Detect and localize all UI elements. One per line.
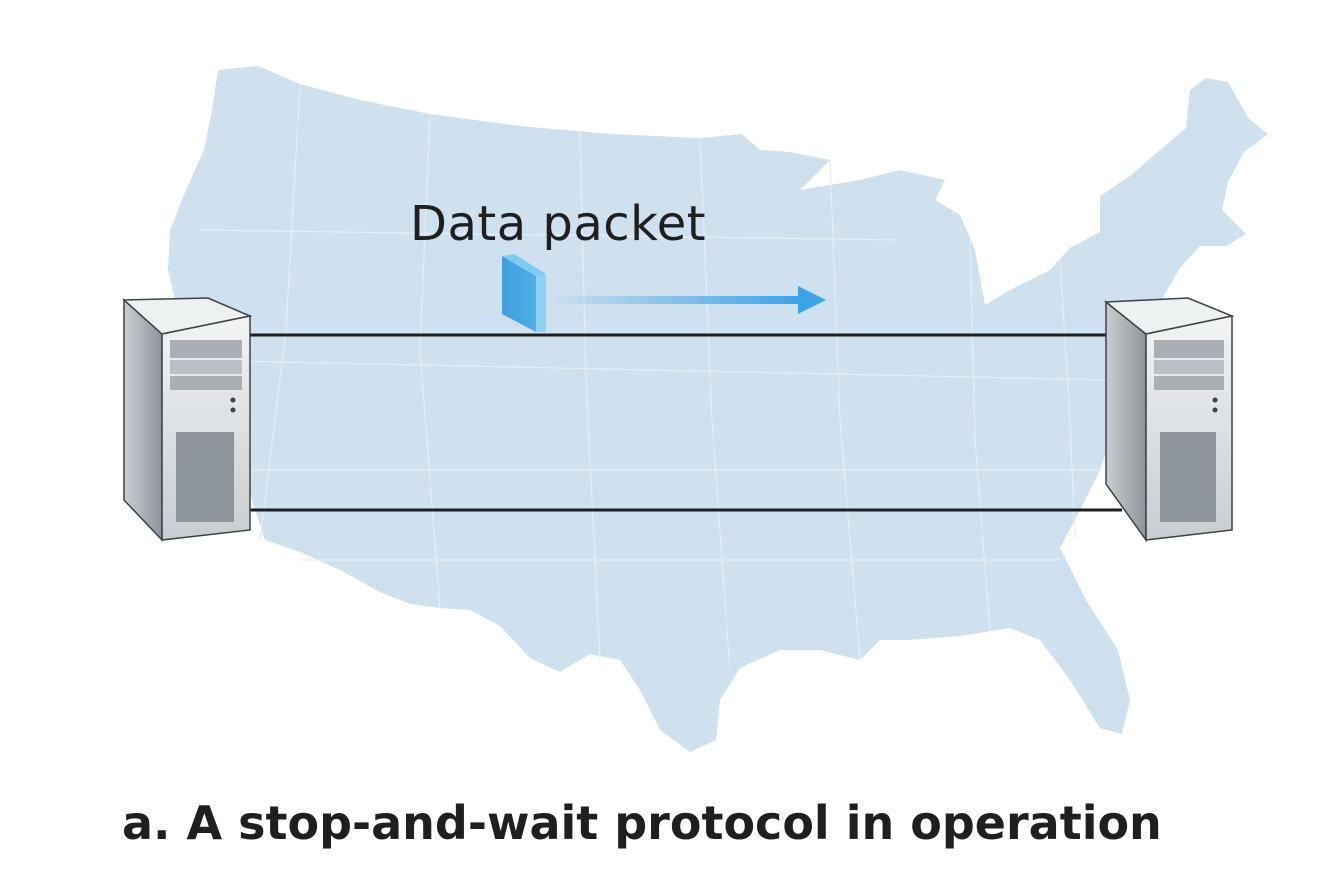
packet-icon [502,254,546,332]
us-map [168,66,1268,752]
arrow-right-icon [556,286,826,314]
left-server-icon [122,297,253,542]
data-packet-label: Data packet [410,196,707,252]
right-server-icon [1103,297,1235,543]
link-lines [250,333,1122,512]
figure-caption: a. A stop-and-wait protocol in operation [122,796,1162,850]
